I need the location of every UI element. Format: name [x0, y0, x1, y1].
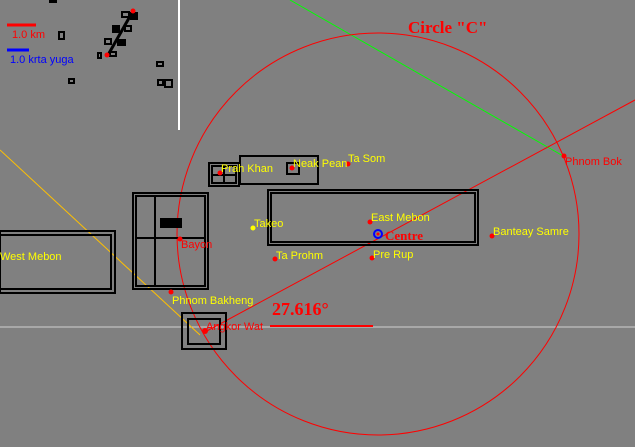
mini-map [49, 0, 173, 88]
centre-marker [373, 229, 383, 239]
angle-label: 27.616° [272, 299, 329, 319]
temple-label-ta-prohm[interactable]: Ta Prohm [276, 250, 324, 262]
enclosures [0, 155, 479, 350]
temple-label-west-mebon[interactable]: West Mebon [0, 251, 62, 263]
circle-c-label: Circle "C" [408, 18, 488, 37]
green-axis-line [289, 0, 566, 158]
temple-label-bayon[interactable]: Bayon [181, 239, 213, 251]
temple-label-neak-pean[interactable]: Neak Pean [293, 158, 348, 170]
temple-label-phnom-bok[interactable]: Phnom Bok [565, 156, 622, 168]
temple-label-angkor-wat[interactable]: Angkor Wat [206, 321, 264, 333]
temple-label-banteay-samre[interactable]: Banteay Samre [493, 226, 569, 238]
temple-label-pre-rup[interactable]: Pre Rup [373, 249, 414, 261]
circle-c [176, 32, 580, 436]
scale-label-yuga: 1.0 krta yuga [10, 54, 74, 66]
scale-label-km: 1.0 km [12, 29, 46, 41]
temple-label-ta-som[interactable]: Ta Som [348, 153, 386, 165]
temple-label-takeo[interactable]: Takeo [254, 218, 284, 230]
yellow-alignment-line [0, 149, 201, 336]
temple-points [168, 153, 567, 334]
temple-label-east-mebon[interactable]: East Mebon [371, 212, 430, 224]
red-bearing-line [204, 99, 635, 333]
temple-label-phnom-bakheng[interactable]: Phnom Bakheng [172, 295, 254, 307]
temple-label-prah-khan[interactable]: Prah Khan [221, 163, 273, 175]
centre-label: Centre [385, 228, 424, 243]
